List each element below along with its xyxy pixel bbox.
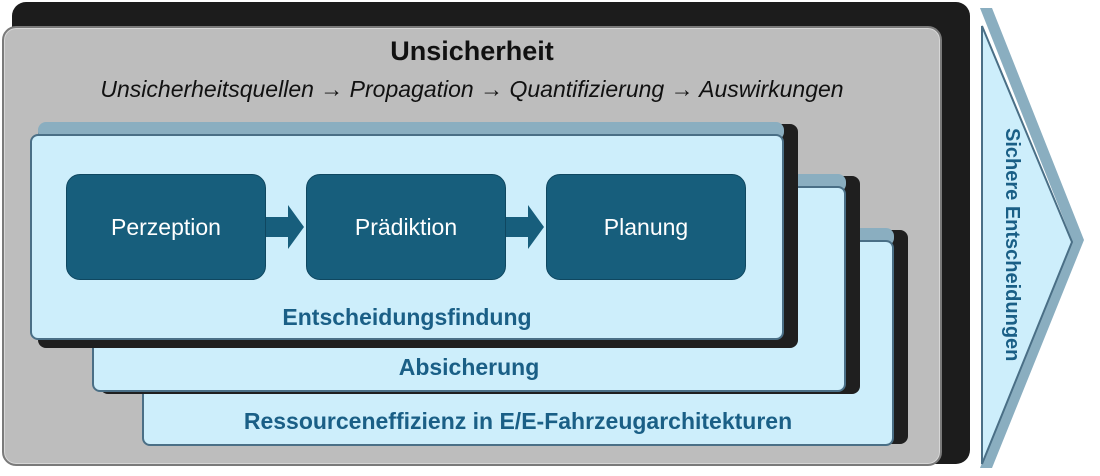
outcome-label: Sichere Entscheidungen xyxy=(1001,128,1023,362)
uncertainty-title: Unsicherheit xyxy=(390,36,554,66)
arrow-right-icon xyxy=(266,205,304,249)
assurance-layer-label: Absicherung xyxy=(398,354,540,380)
uncertainty-subtitle: Unsicherheitsquellen → Propagation → Qua… xyxy=(100,76,844,102)
step-planning: Planung xyxy=(546,174,746,280)
step-prediction: Prädiktion xyxy=(306,174,506,280)
decision-layer-label: Entscheidungsfindung xyxy=(282,304,532,330)
step-perception: Perzeption xyxy=(66,174,266,280)
outcome-chevron-icon xyxy=(980,8,1084,468)
step-prediction-label: Prädiktion xyxy=(354,213,458,240)
resources-layer-label: Ressourceneffizienz in E/E-Fahrzeugarchi… xyxy=(243,408,793,434)
step-perception-label: Perzeption xyxy=(111,213,221,240)
step-planning-label: Planung xyxy=(603,213,689,240)
arrow-right-icon xyxy=(506,205,544,249)
